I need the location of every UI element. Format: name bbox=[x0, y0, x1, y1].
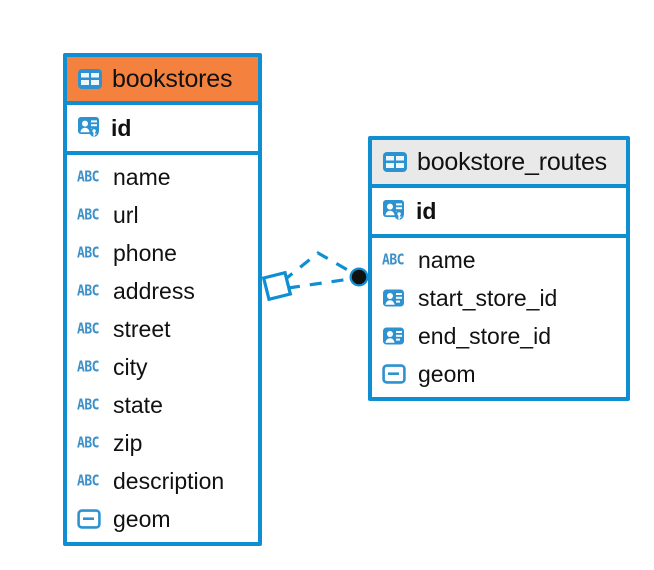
table-icon bbox=[77, 68, 103, 90]
field-list-bookstore-routes: ABC name start_store_id bbox=[372, 238, 626, 397]
primary-key-block-bookstore-routes: id bbox=[372, 188, 626, 238]
field-label-description: description bbox=[113, 467, 225, 494]
entity-bookstores[interactable]: bookstores bbox=[63, 53, 262, 546]
field-row-street[interactable]: ABC street bbox=[67, 310, 258, 348]
field-row-id[interactable]: id bbox=[67, 105, 258, 151]
field-row-geom[interactable]: geom bbox=[67, 500, 258, 538]
field-label-id: id bbox=[111, 114, 132, 141]
field-row-city[interactable]: ABC city bbox=[67, 348, 258, 386]
text-type-icon: ABC bbox=[77, 282, 99, 300]
field-row-end-store-id[interactable]: end_store_id bbox=[372, 317, 626, 355]
table-icon bbox=[382, 151, 408, 173]
field-label-end-store-id: end_store_id bbox=[418, 322, 551, 349]
field-label-state: state bbox=[113, 391, 163, 418]
field-row-state[interactable]: ABC state bbox=[67, 386, 258, 424]
text-type-icon: ABC bbox=[77, 472, 99, 490]
relationship-line-lower bbox=[287, 277, 351, 290]
foreign-key-icon bbox=[382, 288, 410, 309]
geometry-type-icon bbox=[77, 509, 105, 529]
primary-key-icon bbox=[382, 198, 408, 224]
diamond-marker bbox=[261, 270, 293, 302]
field-label-geom: geom bbox=[418, 360, 476, 387]
field-label-name: name bbox=[113, 163, 171, 190]
field-label-geom: geom bbox=[113, 505, 171, 532]
geometry-type-icon bbox=[382, 364, 410, 384]
field-row-name[interactable]: ABC name bbox=[67, 158, 258, 196]
entity-title-bookstore-routes: bookstore_routes bbox=[417, 147, 607, 176]
field-row-description[interactable]: ABC description bbox=[67, 462, 258, 500]
relationship-line-upper bbox=[282, 251, 354, 283]
field-row-name[interactable]: ABC name bbox=[372, 241, 626, 279]
entity-header-bookstores[interactable]: bookstores bbox=[67, 57, 258, 105]
field-label-name: name bbox=[418, 246, 476, 273]
filled-circle-marker bbox=[349, 267, 369, 287]
field-label-id: id bbox=[416, 197, 437, 224]
primary-key-icon bbox=[77, 115, 103, 141]
field-label-url: url bbox=[113, 201, 139, 228]
text-type-icon: ABC bbox=[77, 206, 99, 224]
entity-header-bookstore-routes[interactable]: bookstore_routes bbox=[372, 140, 626, 188]
text-type-icon: ABC bbox=[77, 320, 99, 338]
primary-key-block-bookstores: id bbox=[67, 105, 258, 155]
field-row-start-store-id[interactable]: start_store_id bbox=[372, 279, 626, 317]
field-label-start-store-id: start_store_id bbox=[418, 284, 558, 311]
field-row-phone[interactable]: ABC phone bbox=[67, 234, 258, 272]
field-row-url[interactable]: ABC url bbox=[67, 196, 258, 234]
text-type-icon: ABC bbox=[77, 358, 99, 376]
field-label-address: address bbox=[113, 277, 195, 304]
field-row-address[interactable]: ABC address bbox=[67, 272, 258, 310]
field-label-city: city bbox=[113, 353, 148, 380]
entity-bookstore-routes[interactable]: bookstore_routes bbox=[368, 136, 630, 401]
field-row-id[interactable]: id bbox=[372, 188, 626, 234]
field-row-zip[interactable]: ABC zip bbox=[67, 424, 258, 462]
text-type-icon: ABC bbox=[77, 244, 99, 262]
entity-title-bookstores: bookstores bbox=[112, 64, 233, 93]
field-label-phone: phone bbox=[113, 239, 177, 266]
text-type-icon: ABC bbox=[77, 434, 99, 452]
field-list-bookstores: ABC name ABC url ABC phone ABC address A… bbox=[67, 155, 258, 542]
text-type-icon: ABC bbox=[77, 396, 99, 414]
field-label-street: street bbox=[113, 315, 171, 342]
foreign-key-icon bbox=[382, 326, 410, 347]
field-row-geom[interactable]: geom bbox=[372, 355, 626, 393]
text-type-icon: ABC bbox=[382, 251, 404, 269]
field-label-zip: zip bbox=[113, 429, 143, 456]
text-type-icon: ABC bbox=[77, 168, 99, 186]
